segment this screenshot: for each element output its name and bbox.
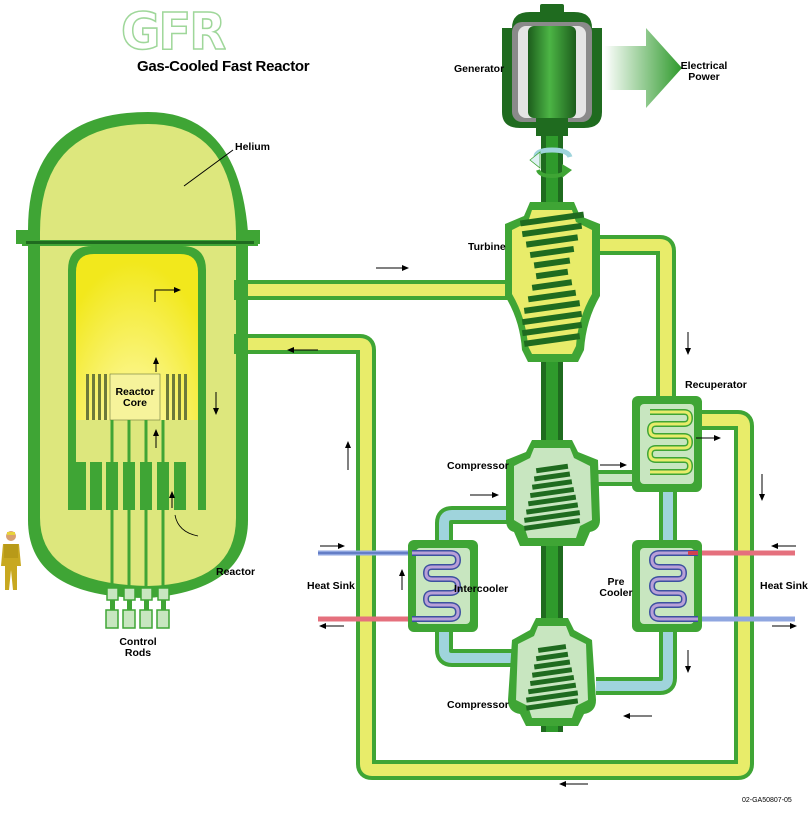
generator: [502, 4, 602, 136]
precooler: [632, 540, 702, 632]
lower-compressor-label: Compressor: [447, 699, 509, 711]
electrical-power-arrow: [604, 28, 682, 108]
flow-arrows: [287, 265, 797, 787]
turbine-blades: [519, 211, 585, 347]
precooler-label: Pre Cooler: [596, 577, 636, 599]
heat-sink-left-lines: [318, 550, 412, 622]
intercooler-label: Intercooler: [454, 583, 509, 595]
helium-label: Helium: [235, 141, 271, 153]
precooler-line2: Cooler: [599, 587, 633, 599]
precooler-line1: Pre: [607, 576, 625, 588]
helium-pointer: [183, 149, 234, 187]
reactor-core-line2: Core: [123, 397, 147, 409]
return-pipe-loop: [238, 334, 754, 780]
control-rod-drives: [105, 587, 170, 629]
turbine-label: Turbine: [468, 241, 506, 253]
control-rods-line1: Control: [119, 636, 157, 648]
electrical-power-label: Electrical Power: [676, 61, 732, 83]
lower-compressor-blades: [525, 644, 579, 711]
control-rod-guides: [74, 420, 186, 600]
heat-sink-right-label: Heat Sink: [760, 580, 808, 592]
reactor-label: Reactor: [216, 566, 256, 578]
compressor-to-recuperator-pipe: [596, 470, 642, 486]
upper-compressor-blades: [523, 463, 581, 531]
electrical-power-line1: Electrical: [680, 60, 728, 72]
recuperator-label: Recuperator: [685, 379, 747, 391]
worker-figure-icon: [1, 531, 21, 590]
recuperator: [632, 396, 702, 492]
intercooler: [408, 540, 478, 632]
upper-compressor-label: Compressor: [447, 460, 509, 472]
hot-duct: [198, 280, 523, 300]
gfr-logo: GFR: [120, 2, 227, 62]
diagram-title: Gas-Cooled Fast Reactor: [137, 58, 310, 75]
reactor-flow-arrows: [153, 287, 219, 537]
heat-sink-left-label: Heat Sink: [307, 580, 355, 592]
electrical-power-line2: Power: [688, 71, 720, 83]
control-rods-label: Control Rods: [110, 637, 166, 659]
reactor-core-line1: Reactor: [115, 386, 155, 398]
control-rods-line2: Rods: [124, 647, 152, 659]
reactor-core-label: Reactor Core: [112, 387, 158, 409]
figure-code: 02-GA50807-05: [742, 797, 792, 804]
core-fuel-assemblies: [86, 373, 187, 421]
rotation-arrow-icon: [529, 147, 573, 179]
heat-sink-right-lines: [690, 550, 795, 622]
generator-label: Generator: [454, 63, 505, 75]
cold-loop-pipes: [435, 490, 677, 695]
turbine-bypass-pipe: [600, 235, 676, 400]
